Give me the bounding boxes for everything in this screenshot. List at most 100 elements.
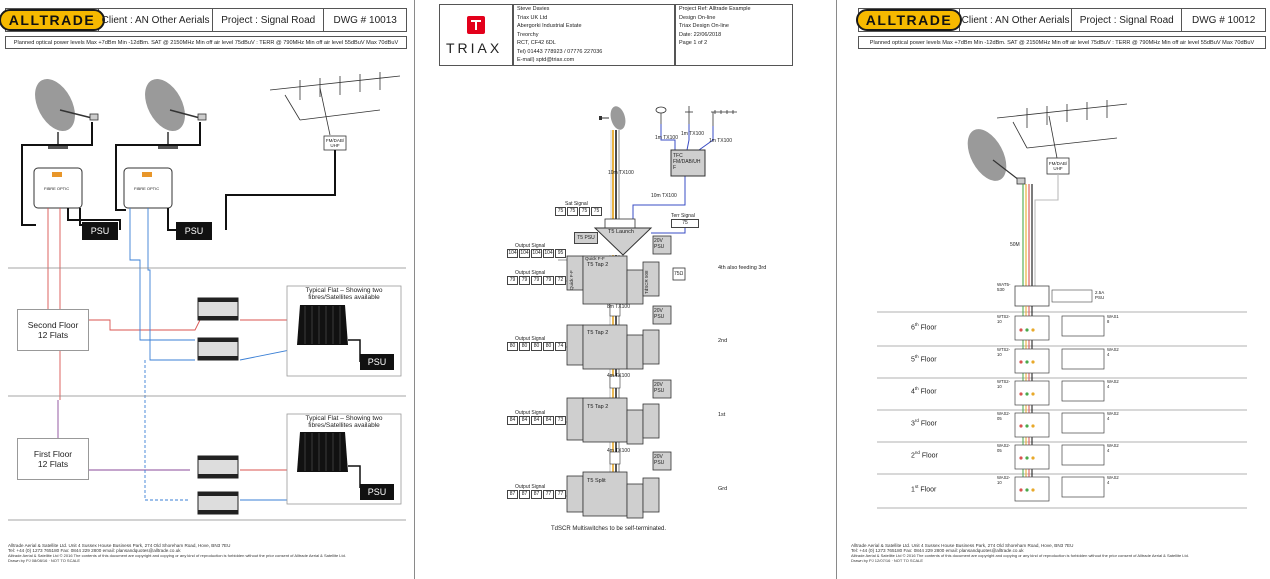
uhf-aerial-icon (711, 110, 737, 126)
wall-unit-label: WAS2 4 (1107, 411, 1119, 421)
psu-label: 20V PSU (654, 454, 665, 466)
tap-row (566, 235, 686, 305)
psu-label: 20V PSU (654, 238, 665, 250)
unit-label: WAS2-05 (997, 411, 1011, 421)
left-drawing: ALLTRADE Client : AN Other Aerials Proje… (0, 0, 412, 579)
satellite-dish-icon (145, 79, 207, 149)
alltrade-logo: ALLTRADE (855, 9, 963, 31)
wall-unit-label: WAS1 8 (1107, 314, 1119, 324)
unit-label: FIBRE OPTIC (134, 186, 160, 191)
sat-signal: Sat Signal 75 75 75 75 (555, 201, 603, 216)
unit-label: FIBRE OPTIC (44, 186, 70, 191)
port-dots (1019, 328, 1023, 492)
power-levels-note: Planned optical power levels Max +7dBm M… (5, 36, 407, 49)
wall-unit-label: WAS2 4 (1107, 475, 1119, 485)
floor-label: 1st Floor (911, 484, 937, 494)
floor-note: 4th also feeding 3rd (718, 265, 767, 271)
psu-box: PSU (360, 484, 394, 500)
floor-note: 1st (718, 412, 726, 418)
triax-logo-block: TRIAX (439, 4, 513, 66)
unit-label: WAS2-10 (997, 475, 1011, 485)
multiswitch (197, 491, 239, 515)
psu-box: PSU (176, 222, 212, 240)
floor-label: 2nd Floor (911, 450, 938, 460)
quick-label: Quick F-F (569, 270, 574, 290)
floor-flats: 12 Flats (37, 330, 69, 340)
unit-label: WTS2-10 (997, 379, 1011, 389)
right-drawing: ALLTRADE Client : AN Other Aerials Proje… (837, 0, 1270, 579)
floor-box: First Floor 12 Flats (17, 438, 89, 480)
aerial-label: FM/DAB/ UHF (1048, 161, 1068, 171)
right-footer: Alltrade Aerial & Satellite Ltd. Unit 4 … (851, 543, 1189, 563)
headend-label: WAT5-530 (997, 282, 1011, 292)
tap-row (566, 451, 672, 519)
alltrade-logo: ALLTRADE (0, 9, 106, 31)
contact-block: Steve Davies Triax UK Ltd Abergorki Indu… (513, 4, 675, 66)
right-diagram (877, 100, 1247, 509)
dab-aerial-icon (685, 106, 693, 124)
t5-launch-label: T5 Launch (608, 229, 634, 235)
psu-box: PSU (360, 354, 394, 370)
satellite-dish-icon (967, 129, 1026, 185)
tap-name: T5 Split (587, 478, 606, 484)
satellite-dish-icon (35, 79, 99, 149)
psu-label: 20V PSU (654, 308, 665, 320)
project-label: Project : Signal Road (213, 9, 325, 31)
middle-drawing: TRIAX Steve Davies Triax UK Ltd Abergork… (415, 0, 834, 579)
psu-label: 2.5A PSU (1095, 290, 1105, 300)
port-dots (1031, 328, 1035, 492)
floor-note: 2nd (718, 338, 728, 344)
typical-flat-label: Typical Flat – Showing two fibres/Satell… (305, 287, 383, 301)
satellite-dish-icon (599, 106, 626, 130)
floor-label: 6th Floor (911, 322, 937, 332)
floor-flats: 12 Flats (37, 459, 69, 469)
fibre-receiver-unit (297, 305, 348, 345)
floor-name: First Floor (33, 449, 73, 459)
wall-unit-label: WAS2 4 (1107, 379, 1119, 389)
multiswitch (197, 455, 239, 479)
sheet-separator (836, 0, 837, 579)
tap-name: T5 Tap 2 (587, 404, 609, 410)
terrestrial-aerial-icon (269, 72, 401, 136)
psu-label: 20V PSU (654, 382, 665, 394)
left-title-block: ALLTRADE Client : AN Other Aerials Proje… (0, 8, 407, 32)
wall-unit-label: WAS2 4 (1107, 347, 1119, 357)
floor-label: 4th Floor (911, 386, 937, 396)
quick-ff-label: Quick F-F (585, 256, 605, 261)
tap-name: T5 Tap 2 (587, 330, 609, 336)
cable-label: 1m TX100 (709, 138, 732, 144)
termination-label: 75Ω (674, 271, 684, 277)
wall-unit-label: WAS2 4 (1107, 443, 1119, 453)
terr-signal: Terr Signal 75 (671, 213, 699, 228)
typical-flat-label: Typical Flat – Showing two fibres/Satell… (305, 415, 383, 429)
cable-label: 1m TX100 (655, 135, 678, 141)
tfc-label: TFC FM/DAB/UH F (673, 153, 701, 171)
floor-note: Grd (718, 486, 728, 492)
cable-label: 4m TX100 (607, 448, 630, 454)
floor-label: 3rd Floor (911, 418, 937, 428)
tap-name: T5 Tap 2 (587, 262, 609, 268)
cable-label: 8m TX100 (607, 304, 630, 310)
floor-box: Second Floor 12 Flats (17, 309, 89, 351)
t5-psu-box: T5 PSU (574, 232, 598, 244)
multiswitch (197, 297, 239, 321)
client-label: Client : AN Other Aerials (99, 9, 214, 31)
cable-label: 10m TX100 (608, 170, 634, 176)
psu-box: PSU (82, 222, 118, 240)
triax-logo: TRIAX (446, 40, 503, 56)
project-label: Project : Signal Road (1072, 9, 1183, 31)
unit-label: WTS2-10 (997, 314, 1011, 324)
drawing-number: DWG # 10013 (333, 14, 397, 26)
fibre-transmitter-unit (33, 167, 83, 209)
cable-label: 10m TX100 (651, 193, 677, 199)
unit-label: WAS2-05 (997, 443, 1011, 453)
sheet-separator (414, 0, 415, 579)
power-levels-note: Planned optical power levels Max +7dBm M… (858, 36, 1266, 49)
tap-row (566, 305, 672, 370)
unit-label: WTS2-10 (997, 347, 1011, 357)
client-label: Client : AN Other Aerials (960, 9, 1073, 31)
